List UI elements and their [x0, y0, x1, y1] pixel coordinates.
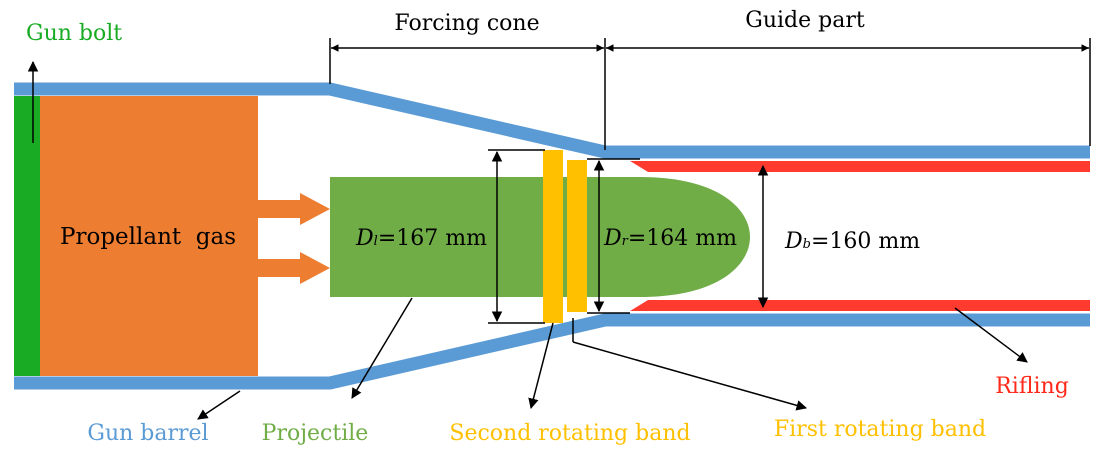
propellant-gas-label: Propellant gas — [60, 224, 236, 250]
dl-label: Dl=167 mm — [355, 226, 487, 251]
rifling-bottom — [630, 300, 1090, 311]
gas-arrow-lower — [258, 252, 330, 284]
second-rotating-band-label: Second rotating band — [449, 421, 690, 446]
gun-barrel-pointer — [197, 390, 241, 420]
projectile-label: Projectile — [262, 421, 369, 446]
guide-part-label: Guide part — [745, 8, 865, 33]
projectile-pointer — [351, 297, 413, 399]
db-label: Db=160 mm — [784, 229, 920, 254]
rifling-top — [630, 161, 1090, 172]
first-rotating-band — [567, 160, 587, 312]
gun-bolt-label: Gun bolt — [26, 21, 122, 46]
second-rotating-band — [543, 150, 563, 323]
first-rotating-band-label: First rotating band — [774, 417, 986, 442]
gas-arrow-upper — [258, 193, 330, 225]
gun-bolt — [14, 96, 40, 376]
second-band-pointer — [528, 322, 554, 410]
barrel-wall-top — [14, 82, 1090, 159]
first-band-pointer-tail — [572, 341, 808, 411]
gun-barrel-label: Gun barrel — [87, 421, 208, 446]
projectile — [330, 177, 750, 297]
propellant-gas-region — [40, 96, 258, 376]
barrel-wall-bottom — [14, 313, 1090, 390]
rifling-label: Rifling — [995, 374, 1069, 399]
dr-label: Dr=164 mm — [603, 226, 737, 251]
forcing-cone-label: Forcing cone — [394, 11, 539, 36]
rifling-pointer — [954, 307, 1028, 363]
